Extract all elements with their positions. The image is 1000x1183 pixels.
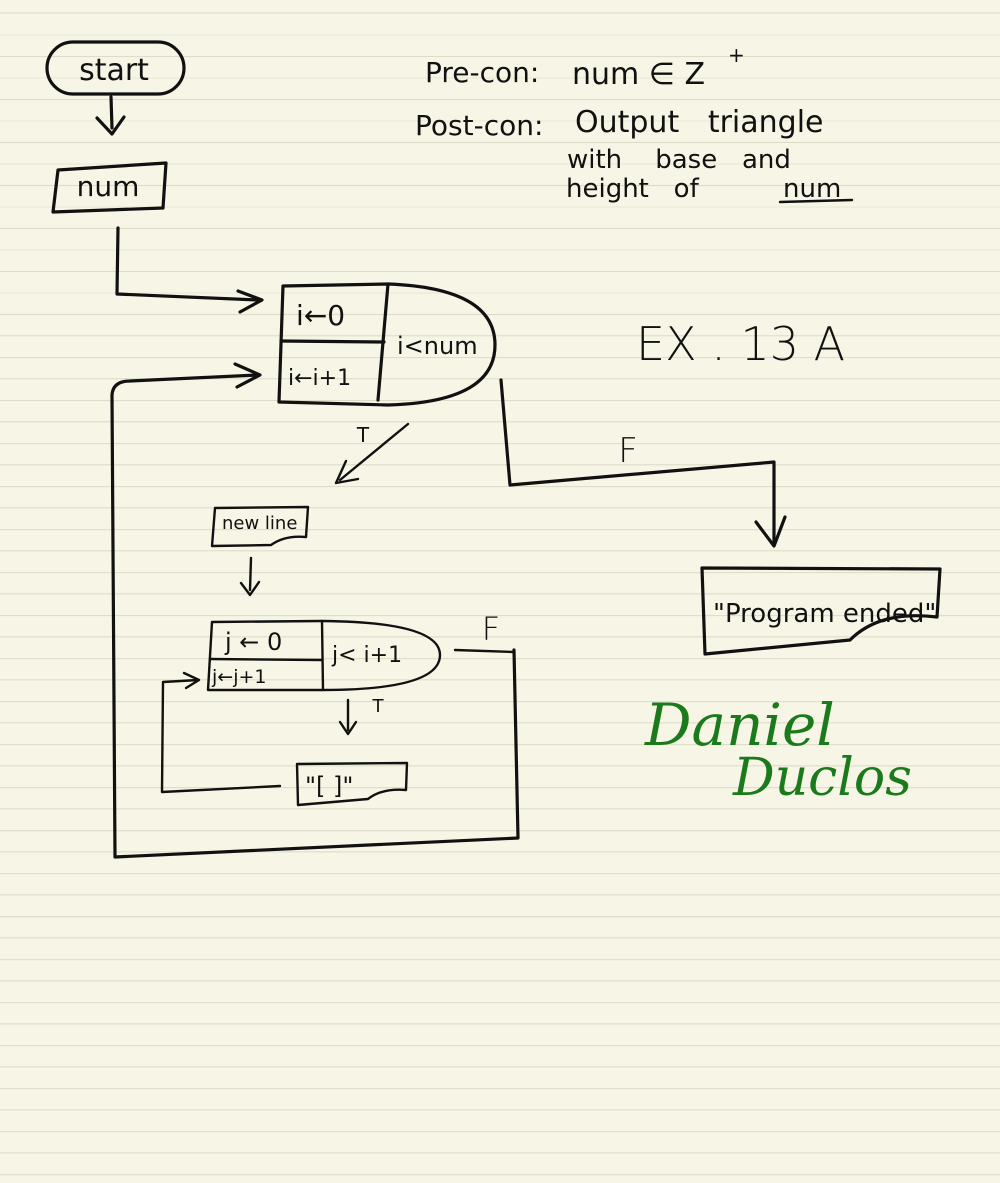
author-signature: Daniel Duclos (644, 691, 912, 808)
outer-loop-return-line (110, 373, 520, 859)
arrow-input-to-outer-loop (115, 226, 264, 314)
inner-false-line (453, 648, 516, 654)
arrow-start-to-input-line (109, 95, 114, 130)
outer-loop-symbol: i←0 i←i+1 i<num (277, 282, 497, 407)
outer-false-line (499, 378, 776, 544)
end-output-shape (700, 566, 942, 656)
postcondition-underline (778, 198, 854, 204)
inner-loop-divider-vertical (320, 619, 325, 692)
arrow-start-to-input (95, 95, 126, 136)
inner-true-branch: T (338, 696, 385, 736)
start-label: start (79, 53, 149, 88)
outer-loop-outline (277, 282, 497, 407)
arrow-newline-to-inner-loop-line (248, 556, 253, 592)
newline-output: new line (210, 505, 310, 548)
signature-first-name: Daniel (644, 691, 835, 759)
end-output: "Program ended" (700, 566, 942, 656)
input-num-shape (51, 161, 168, 214)
bracket-output: "[ ]" (295, 761, 409, 807)
end-output-label: "Program ended" (713, 599, 936, 629)
inner-loop-init: j ← 0 (224, 628, 282, 656)
arrow-start-to-input-head (95, 115, 126, 136)
inner-loop-return-arrow (160, 671, 282, 794)
arrow-input-to-outer-loop-head (236, 289, 264, 314)
start-terminal-shape (45, 40, 186, 96)
inner-true-label: T (372, 696, 385, 717)
inner-false-branch: F (453, 610, 516, 654)
inner-false-label: F (482, 610, 500, 648)
precondition-text: num ∈ Z (572, 57, 705, 92)
inner-loop-divider-horizontal (208, 657, 324, 662)
inner-loop-update: j←j+1 (211, 666, 267, 688)
newline-output-label: new line (222, 513, 297, 534)
inner-loop-condition: j< i+1 (331, 643, 402, 668)
outer-false-head (754, 515, 787, 548)
precondition-label: Pre-con: (425, 56, 539, 89)
inner-loop-outline (206, 619, 442, 692)
postcondition-line1: Output triangle (575, 105, 823, 140)
precondition: Pre-con: num ∈ Z + (425, 43, 745, 92)
inner-loop-return-line (160, 678, 282, 794)
outer-loop-init: i←0 (296, 299, 345, 332)
outer-true-line (338, 422, 410, 482)
arrow-newline-to-inner-loop (239, 556, 261, 597)
outer-true-label: T (356, 423, 370, 447)
outer-false-label: F (618, 431, 638, 471)
newline-output-shape (210, 505, 310, 548)
postcondition-line2: with base and (567, 145, 791, 175)
start-terminal: start (45, 40, 186, 96)
outer-loop-condition: i<num (397, 332, 478, 360)
exercise-label: EX . 13 A (636, 317, 845, 371)
precondition-superscript: + (728, 43, 745, 67)
inner-loop-return-head (182, 671, 201, 690)
bracket-output-label: "[ ]" (305, 772, 353, 800)
postcondition-label: Post-con: (415, 109, 543, 142)
bracket-output-shape (295, 761, 409, 807)
signature-last-name: Duclos (732, 748, 912, 808)
outer-true-head (334, 459, 360, 485)
outer-loop-return-head (233, 362, 262, 389)
outer-true-branch: T (334, 422, 410, 485)
outer-loop-update: i←i+1 (288, 366, 351, 391)
postcondition-line3: height of (566, 174, 700, 204)
arrow-input-to-outer-loop-line (115, 226, 260, 302)
inner-true-head (338, 720, 358, 736)
postcondition: Post-con: Output triangle with base and … (415, 105, 854, 204)
outer-loop-divider-horizontal (279, 339, 386, 344)
arrow-newline-to-inner-loop-head (239, 580, 261, 597)
input-num-label: num (77, 170, 140, 203)
postcondition-underlined-term: num (783, 174, 841, 204)
inner-loop-symbol: j ← 0 j←j+1 j< i+1 (206, 619, 442, 692)
input-num: num (51, 161, 168, 214)
outer-loop-return-arrow (110, 362, 520, 859)
outer-false-branch: F (499, 378, 787, 548)
